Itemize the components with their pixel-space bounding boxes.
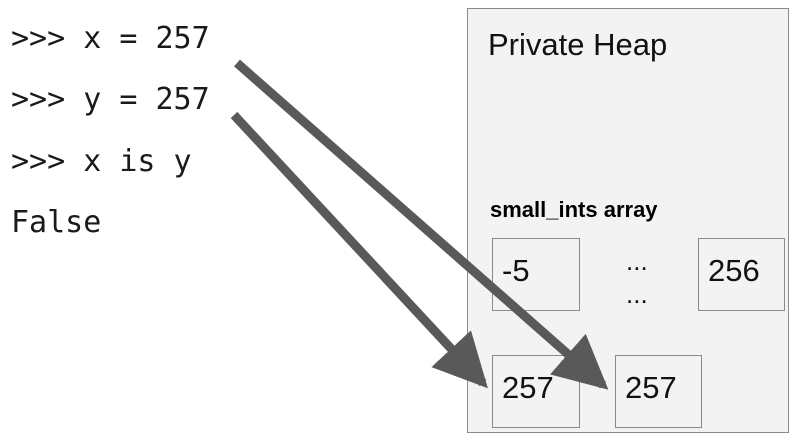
heap-object-x-value: 257 <box>625 370 677 405</box>
heap-object-y: 257 <box>492 355 580 428</box>
array-cell-first: -5 <box>492 238 580 311</box>
private-heap-title: Private Heap <box>488 27 668 62</box>
small-ints-array-label: small_ints array <box>490 197 658 222</box>
array-ellipsis-top: ... <box>626 246 648 276</box>
array-cell-last-value: 256 <box>708 253 760 288</box>
arrow-y-to-object <box>230 111 488 389</box>
array-cell-first-value: -5 <box>502 253 530 288</box>
array-cell-last: 256 <box>698 238 785 311</box>
code-line-is-check: >>> x is y <box>11 144 192 179</box>
code-line-x-assign: >>> x = 257 <box>11 21 210 56</box>
array-ellipsis-bottom: ... <box>626 279 648 309</box>
heap-object-x: 257 <box>615 355 702 428</box>
code-output: False <box>11 205 102 240</box>
heap-object-y-value: 257 <box>502 370 554 405</box>
code-line-y-assign: >>> y = 257 <box>11 82 210 117</box>
